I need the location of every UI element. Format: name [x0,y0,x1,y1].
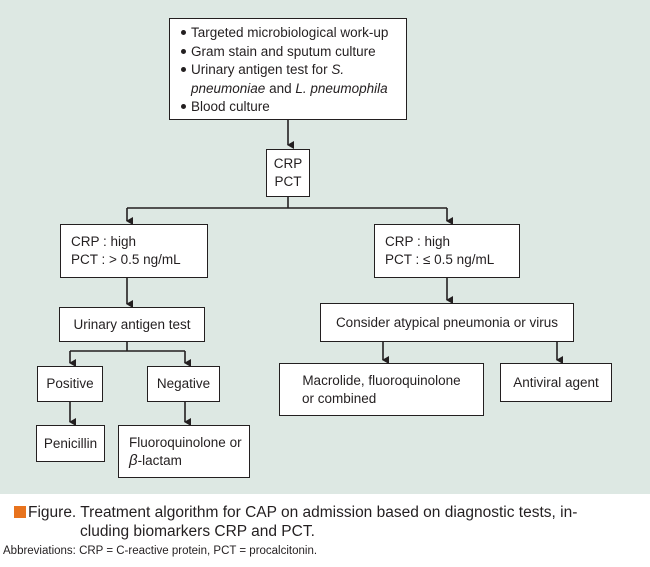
figure-caption: Figure. Treatment algorithm for CAP on a… [14,503,640,541]
penicillin-box: Penicillin [36,425,105,462]
low-pct-box: CRP : high PCT : ≤ 0.5 ng/mL [374,224,520,278]
high-pct-box: CRP : high PCT : > 0.5 ng/mL [60,224,208,278]
crp-high-label: CRP : high [71,234,137,249]
fluoroquinolone-box: Fluoroquinolone or β-lactam [118,425,250,478]
pct-low-label: PCT : ≤ 0.5 ng/mL [385,252,495,267]
workup-item: Targeted microbiological work-up [179,24,406,43]
workup-box: Targeted microbiological work-up Gram st… [169,18,407,120]
pct-high-label: PCT : > 0.5 ng/mL [71,252,181,267]
caption-line-1: Figure. Treatment algorithm for CAP on a… [28,504,578,521]
caption-line-2: cluding biomarkers CRP and PCT. [80,523,315,540]
crp-label: CRP [273,156,303,171]
workup-item: Urinary antigen test for S.pneumoniae an… [179,61,406,98]
positive-box: Positive [37,366,103,402]
antiviral-box: Antiviral agent [500,363,612,402]
negative-box: Negative [147,366,220,402]
crp-pct-box: CRP PCT [266,149,310,197]
workup-item: Gram stain and sputum culture [179,43,406,62]
caption-marker [14,506,26,518]
urinary-antigen-box: Urinary antigen test [59,307,205,342]
pct-label: PCT [274,174,302,189]
abbreviations-note: Abbreviations: CRP = C-reactive protein,… [3,545,318,557]
flow-connectors [69,120,563,426]
crp-high-label-right: CRP : high [385,234,451,249]
workup-item: Blood culture [179,98,406,117]
atypical-box: Consider atypical pneumonia or virus [320,303,574,342]
macrolide-box: Macrolide, fluoroquinolone or combined [279,363,484,416]
